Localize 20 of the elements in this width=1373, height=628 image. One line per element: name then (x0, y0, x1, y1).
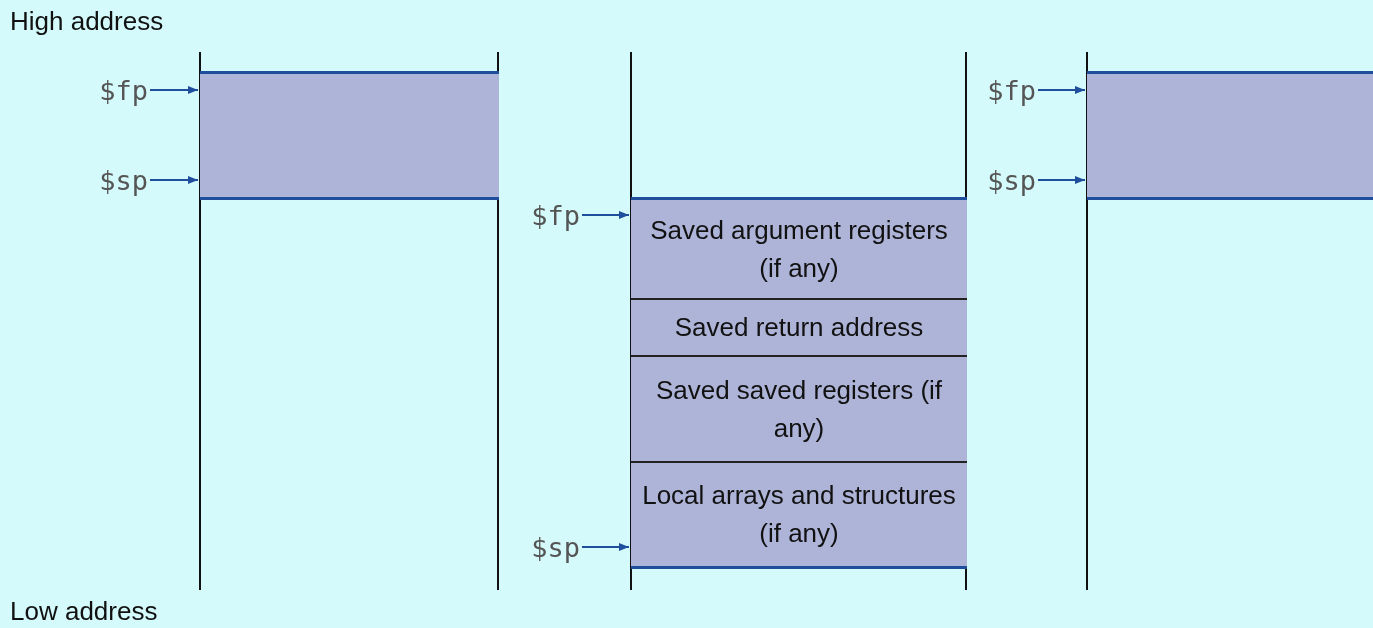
arrow (581, 211, 630, 219)
register-label: $sp (974, 163, 1036, 197)
register-label: $sp (518, 530, 580, 564)
stack-slot: Saved return address (631, 298, 967, 356)
stack-frame-block (200, 71, 499, 200)
axis-label: Low address (10, 596, 158, 627)
stack-slot: Local arrays and structures (if any) (631, 461, 967, 569)
stack-frame-block (1087, 71, 1373, 200)
arrow (149, 176, 199, 184)
stack-slot: Saved saved registers (if any) (631, 355, 967, 462)
register-label: $fp (518, 198, 580, 232)
axis-label: High address (10, 6, 164, 37)
register-label: $sp (86, 163, 148, 197)
stack-slot: Saved argument registers (if any) (631, 197, 967, 299)
arrow (1037, 176, 1086, 184)
register-label: $fp (974, 73, 1036, 107)
arrow (149, 86, 199, 94)
arrow (1037, 86, 1086, 94)
register-label: $fp (86, 73, 148, 107)
arrow (581, 543, 630, 551)
